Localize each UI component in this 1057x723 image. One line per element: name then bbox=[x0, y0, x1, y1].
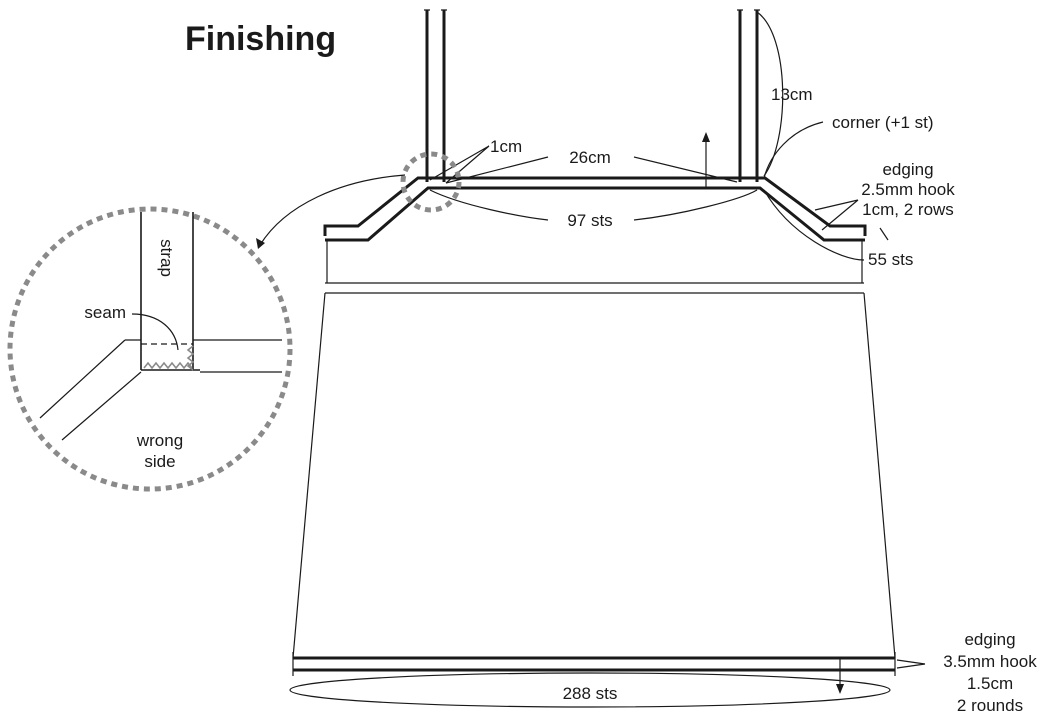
front-sts-leader-right bbox=[633, 189, 758, 221]
top-edging-line-1: edging bbox=[882, 160, 933, 179]
top-edging-tick bbox=[879, 227, 889, 241]
strap-width-leader bbox=[429, 145, 490, 184]
callout-connector bbox=[259, 174, 406, 246]
bottom-edging-line-1: edging bbox=[964, 630, 1015, 649]
front-sts-leader-left bbox=[429, 189, 549, 221]
diagram-title: Finishing bbox=[185, 20, 336, 58]
callout-small-circle bbox=[400, 151, 462, 213]
down-arrow-icon bbox=[836, 658, 844, 694]
dress-body bbox=[292, 240, 896, 659]
top-edging-line-2: 2.5mm hook bbox=[861, 180, 955, 199]
front-sts-label: 97 sts bbox=[567, 211, 612, 230]
corner-label: corner (+1 st) bbox=[832, 113, 934, 132]
bottom-edging-leader bbox=[896, 659, 926, 669]
detail-seam-label: seam bbox=[84, 303, 126, 322]
front-width-label: 26cm bbox=[569, 148, 611, 167]
neckline-edging bbox=[323, 176, 867, 242]
strap-width-label: 1cm bbox=[490, 137, 522, 156]
strap-length-label: 13cm bbox=[771, 85, 813, 104]
hem-sts-label: 288 sts bbox=[563, 684, 618, 703]
top-edging-leader bbox=[814, 199, 859, 231]
detail-magnifier bbox=[7, 206, 293, 492]
strap-length-leader bbox=[756, 11, 784, 177]
detail-wrong-side-line-1: wrong bbox=[136, 431, 183, 450]
hem-edging bbox=[292, 652, 896, 676]
side-sts-label: 55 sts bbox=[868, 250, 913, 269]
hem-round-ellipse bbox=[289, 672, 891, 708]
bottom-edging-line-3: 1.5cm bbox=[967, 674, 1013, 693]
detail-wrong-side-line-2: side bbox=[144, 452, 175, 471]
side-sts-leader bbox=[763, 189, 865, 261]
front-width-leader-right bbox=[633, 156, 738, 183]
bottom-edging-line-4: 2 rounds bbox=[957, 696, 1023, 715]
front-width-leader-left bbox=[445, 156, 549, 184]
bottom-edging-line-2: 3.5mm hook bbox=[943, 652, 1037, 671]
left-strap bbox=[424, 9, 447, 182]
seam-stitches-icon bbox=[143, 345, 195, 371]
callout-arrowhead-icon bbox=[256, 238, 265, 249]
up-arrow-icon bbox=[702, 132, 710, 188]
detail-strap-label: strap bbox=[157, 239, 176, 277]
corner-leader bbox=[763, 121, 824, 179]
right-strap bbox=[737, 9, 760, 182]
top-edging-line-3: 1cm, 2 rows bbox=[862, 200, 954, 219]
